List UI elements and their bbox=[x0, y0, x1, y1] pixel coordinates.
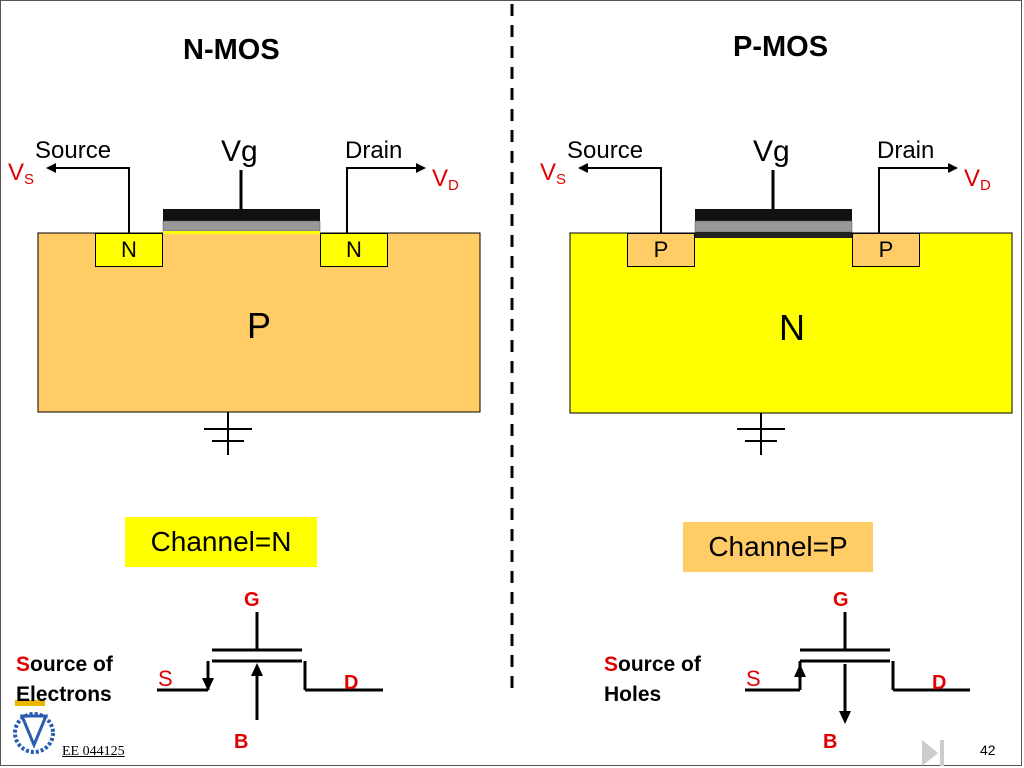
pmos-source-arrow bbox=[578, 163, 588, 173]
ground-symbol-icon bbox=[737, 413, 785, 455]
nmos-symbol-s-label: S bbox=[158, 666, 173, 691]
nmos-vs-label: VS bbox=[8, 159, 35, 188]
pmos-symbol-d-label: D bbox=[932, 672, 947, 694]
pmos-well-right: P bbox=[852, 233, 920, 267]
nmos-drain-wire bbox=[346, 167, 418, 234]
nmos-drain-label: Drain bbox=[345, 137, 403, 164]
nmos-gate-oxide bbox=[162, 220, 321, 232]
page-number: 42 bbox=[980, 742, 996, 758]
pmos-source-of-text: Source of Holes bbox=[604, 653, 701, 706]
nmos-symbol-g-label: G bbox=[244, 589, 260, 611]
nmos-gate-metal bbox=[163, 209, 320, 221]
pmos-body-arrow-symbol bbox=[839, 711, 851, 724]
nmos-symbol-d-label: D bbox=[344, 672, 359, 694]
pmos-vs-label: VS bbox=[540, 159, 567, 188]
nmos-title: N-MOS bbox=[183, 34, 280, 66]
nmos-vd-label: VD bbox=[432, 165, 459, 194]
pmos-symbol bbox=[745, 612, 970, 718]
ground-symbol-icon bbox=[204, 412, 252, 455]
nmos-channel-box: Channel=N bbox=[125, 517, 317, 567]
nmos-source-label: Source bbox=[35, 137, 112, 164]
pmos-symbol-g-label: G bbox=[833, 589, 849, 611]
pmos-channel-layer bbox=[695, 232, 852, 238]
course-footer-link[interactable]: EE 044125 bbox=[62, 744, 125, 759]
pmos-source-arrow-symbol bbox=[794, 664, 806, 677]
nmos-body-arrow-symbol bbox=[251, 663, 263, 676]
nmos-source-arrow bbox=[46, 163, 56, 173]
pmos-source-label: Source bbox=[567, 137, 644, 164]
technion-logo-icon bbox=[13, 700, 55, 754]
nmos-drain-arrow bbox=[416, 163, 426, 173]
pmos-gate-metal bbox=[695, 209, 852, 221]
nmos-source-of-text: Source of Electrons bbox=[16, 653, 113, 706]
pmos-symbol-s-label: S bbox=[746, 666, 761, 691]
pmos-drain-arrow bbox=[948, 163, 958, 173]
nmos-substrate-label: P bbox=[247, 305, 272, 346]
next-slide-icon bbox=[922, 740, 944, 766]
nmos-well-left: N bbox=[95, 233, 163, 267]
nmos-channel-layer bbox=[163, 231, 320, 234]
pmos-gate-oxide bbox=[694, 220, 853, 233]
nmos-source-wire bbox=[54, 167, 130, 234]
nmos-source-arrow-symbol bbox=[202, 678, 214, 691]
pmos-channel-box: Channel=P bbox=[683, 522, 873, 572]
nmos-symbol-b-label: B bbox=[234, 731, 249, 753]
pmos-title: P-MOS bbox=[733, 31, 829, 63]
nmos-gate-label: Vg bbox=[221, 135, 258, 168]
pmos-source-wire bbox=[586, 167, 662, 234]
pmos-drain-wire bbox=[878, 167, 950, 234]
nmos-well-right: N bbox=[320, 233, 388, 267]
pmos-well-left: P bbox=[627, 233, 695, 267]
nmos-symbol bbox=[157, 612, 383, 720]
pmos-gate-label: Vg bbox=[753, 135, 790, 168]
pmos-substrate-label: N bbox=[779, 307, 805, 348]
pmos-symbol-b-label: B bbox=[823, 731, 838, 753]
pmos-drain-label: Drain bbox=[877, 137, 935, 164]
pmos-vd-label: VD bbox=[964, 165, 991, 194]
